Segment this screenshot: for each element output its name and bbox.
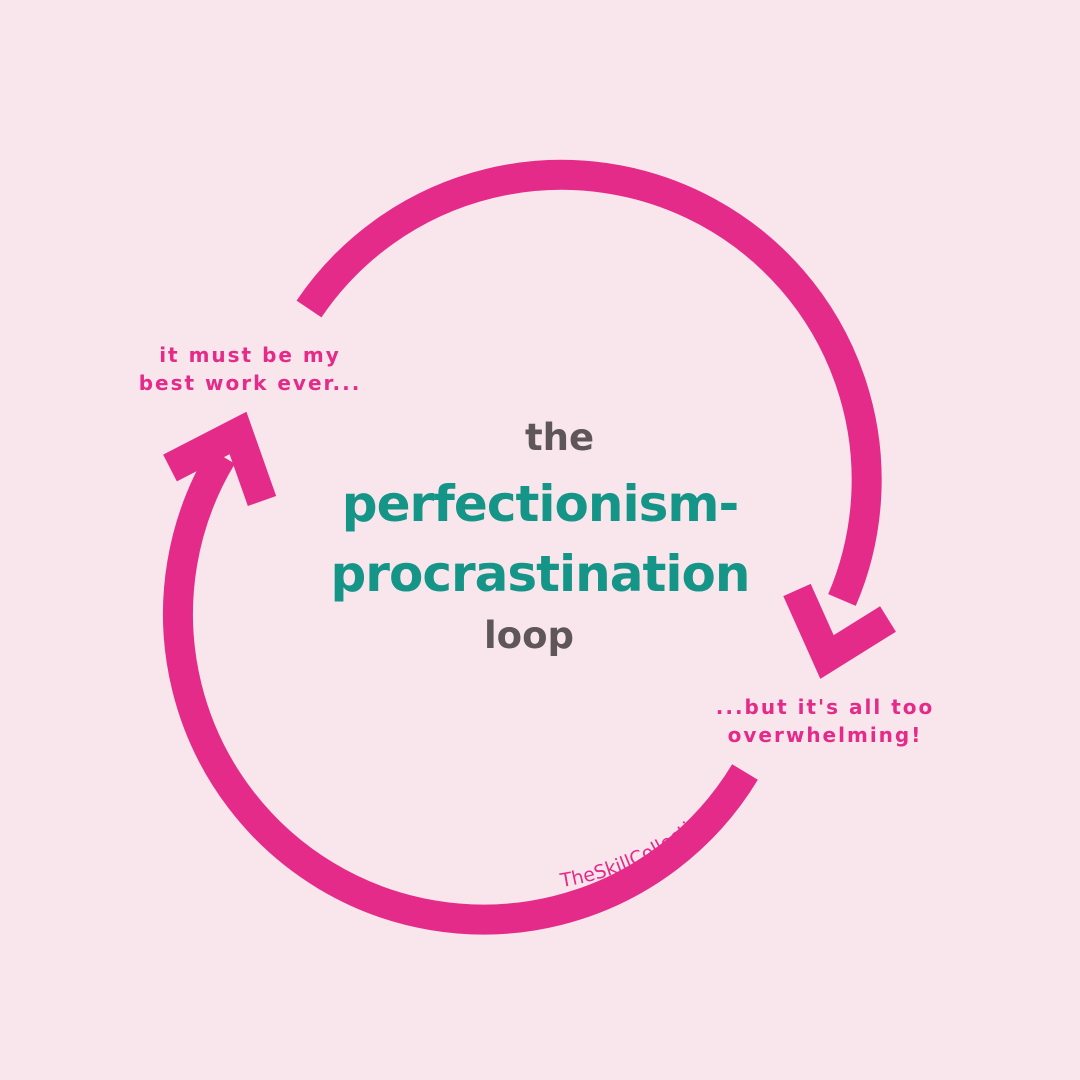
arc-top-right: [296, 159, 882, 606]
arrowhead-left-icon: [163, 411, 277, 506]
caption-left-line-1: it must be my: [159, 343, 341, 367]
caption-right-line-1: ...but it's all too: [715, 695, 935, 719]
title-main-line-1: perfectionism-: [341, 475, 739, 533]
arc-bottom-left: [163, 448, 758, 935]
title-bottom: loop: [484, 614, 575, 657]
caption-left: it must be my best work ever...: [120, 341, 380, 397]
title-main-line-2: procrastination: [330, 545, 751, 603]
caption-right-line-2: overwhelming!: [727, 723, 923, 747]
title-top: the: [525, 416, 595, 459]
caption-right: ...but it's all too overwhelming!: [690, 693, 960, 749]
arrowhead-right-icon: [783, 583, 896, 679]
caption-left-line-2: best work ever...: [138, 371, 362, 395]
